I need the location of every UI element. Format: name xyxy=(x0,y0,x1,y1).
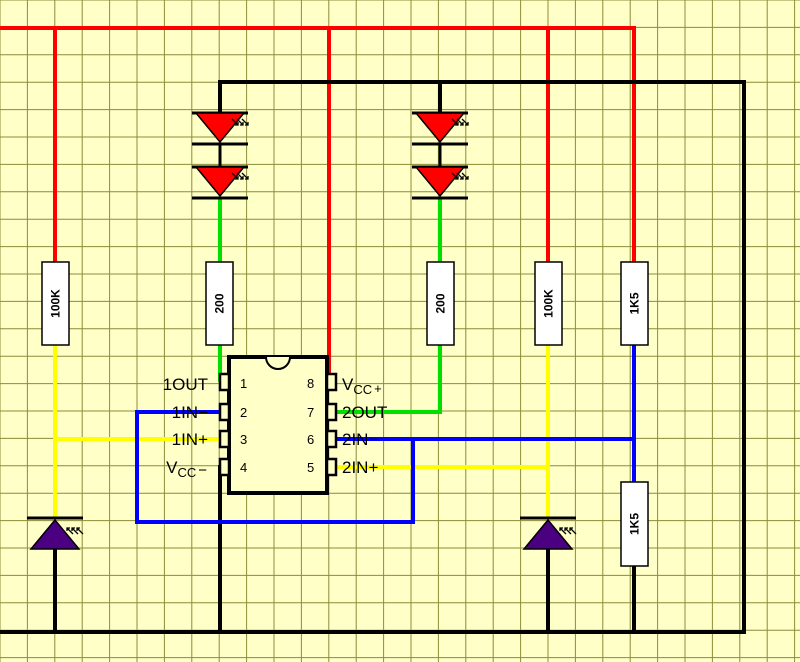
resistor-value: 100K xyxy=(542,289,556,318)
1in-minus-loop xyxy=(135,410,415,524)
led-icon xyxy=(412,111,469,146)
vcc-base: V xyxy=(166,458,178,477)
led-body xyxy=(414,112,466,144)
resistor-value: 100K xyxy=(49,289,63,318)
pin-4 xyxy=(218,457,231,477)
light-arrow xyxy=(231,118,239,126)
resistor-icon xyxy=(620,261,649,346)
resistor-value: 200 xyxy=(434,293,448,313)
resistor-right-sensor: 100K xyxy=(534,261,563,346)
resistor-value: 1K5 xyxy=(628,292,642,314)
light-arrow xyxy=(451,118,459,126)
light-arrow xyxy=(569,527,577,535)
pin-label-2in-plus: 2IN+ xyxy=(342,458,378,477)
light-arrow xyxy=(236,172,244,180)
pin-6 xyxy=(325,429,338,449)
resistor-icon xyxy=(534,261,563,346)
resistor-divider-top: 1K5 xyxy=(620,261,649,346)
pin-2 xyxy=(218,402,231,422)
supply-wires xyxy=(0,26,636,382)
light-arrow xyxy=(564,527,572,535)
pin-label-2in-minus: 2IN− xyxy=(342,430,378,449)
light-arrow xyxy=(241,118,249,126)
resistor-led2: 200 xyxy=(426,261,455,346)
pin-number: 3 xyxy=(240,432,247,447)
pin-7 xyxy=(325,402,338,422)
led-body xyxy=(194,112,246,144)
reference-wires xyxy=(135,345,636,524)
pin-label-vcc-minus: VCC− xyxy=(166,458,207,480)
resistor-to-2out xyxy=(329,345,442,414)
photodiode-icon xyxy=(27,516,84,550)
pin-label-1in-minus: 1IN− xyxy=(172,403,208,422)
pin-number: 2 xyxy=(240,405,247,420)
led-body xyxy=(414,166,466,198)
pin-number: 4 xyxy=(240,460,247,475)
pin-5 xyxy=(325,457,338,477)
pin-label-1in-plus: 1IN+ xyxy=(172,430,208,449)
resistor-icon xyxy=(205,261,234,346)
light-arrow xyxy=(456,172,464,180)
light-arrow xyxy=(76,527,84,535)
light-arrow xyxy=(71,527,79,535)
led-icon xyxy=(412,165,469,200)
vcc-sub: CC xyxy=(353,382,372,397)
pin-label-vcc-plus: VCC+ xyxy=(342,375,382,397)
pin-number: 1 xyxy=(240,376,247,391)
light-arrow xyxy=(241,172,249,180)
pd-body xyxy=(522,518,574,550)
resistor-value: 1K5 xyxy=(628,513,642,535)
pin-number: 6 xyxy=(307,432,314,447)
vcc-sub: CC xyxy=(177,465,196,480)
pin-number: 7 xyxy=(307,405,314,420)
light-arrow xyxy=(461,118,469,126)
pin-label-2out: 2OUT xyxy=(342,403,387,422)
resistor-icon xyxy=(426,261,455,346)
light-arrow xyxy=(456,118,464,126)
light-arrow xyxy=(559,527,567,535)
opamp-chip: 1 2 3 4 8 7 6 5 1OUT 1IN− 1IN+ VCC− VCC+… xyxy=(163,355,387,495)
pin-number: 5 xyxy=(307,460,314,475)
led-icon xyxy=(192,111,249,146)
pin-1 xyxy=(218,372,231,392)
led-signal-wires xyxy=(218,198,442,414)
vcc-base: V xyxy=(342,375,354,394)
led-icon xyxy=(192,165,249,200)
resistor-led1: 200 xyxy=(205,261,234,346)
light-arrow xyxy=(461,172,469,180)
resistor-left-sensor: 100K xyxy=(41,261,70,346)
pin-number: 8 xyxy=(307,376,314,391)
vcc-sign: + xyxy=(374,381,382,396)
resistor-divider-bottom: 1K5 xyxy=(620,481,649,567)
photodiode-icon xyxy=(520,516,577,550)
light-arrow xyxy=(236,118,244,126)
pin-3 xyxy=(218,429,231,449)
dip8-ic-icon xyxy=(227,355,329,495)
pin-label-1out: 1OUT xyxy=(163,375,208,394)
pin-8 xyxy=(325,372,338,392)
light-arrow xyxy=(451,172,459,180)
resistor-icon xyxy=(41,261,70,346)
light-arrow xyxy=(231,172,239,180)
pd-body xyxy=(29,518,81,550)
light-arrow xyxy=(66,527,74,535)
chip-notch xyxy=(265,356,291,370)
vcc-sign: − xyxy=(198,462,207,479)
resistor-value: 200 xyxy=(213,293,227,313)
resistor-icon xyxy=(620,481,649,567)
led-body xyxy=(194,166,246,198)
ground-wires xyxy=(0,80,746,634)
